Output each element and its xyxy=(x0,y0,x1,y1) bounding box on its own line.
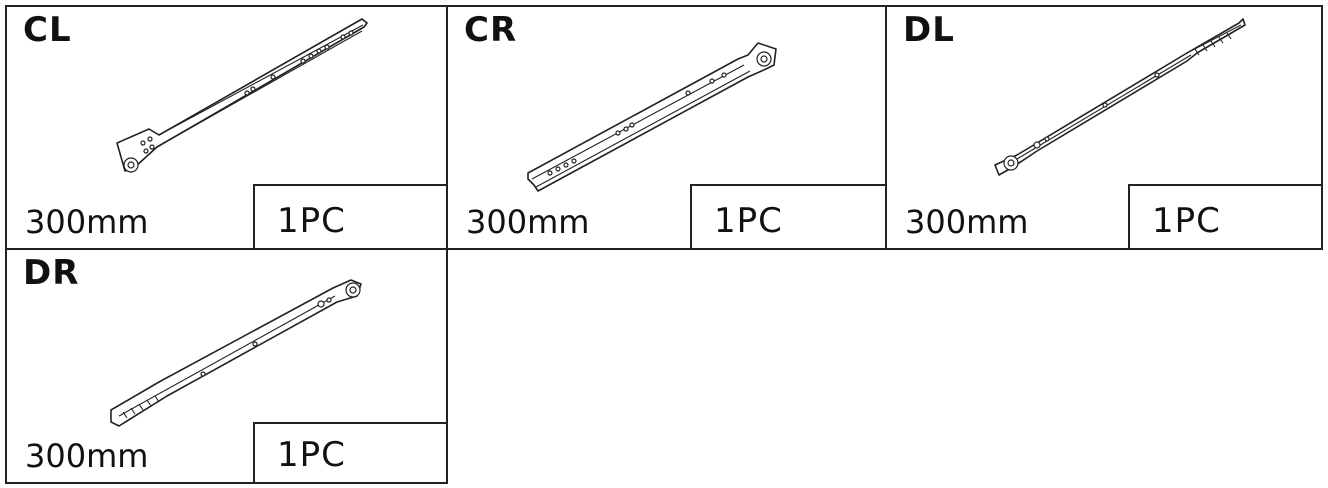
drawer-slide-dr-illustration xyxy=(110,279,362,427)
part-code: DR xyxy=(23,253,80,293)
qty-box: 1PC xyxy=(690,184,887,250)
drawer-slide-cr-illustration xyxy=(527,42,777,192)
part-length: 300mm xyxy=(905,203,1029,241)
part-code: CL xyxy=(23,10,72,50)
part-cell-cr: CR 300mm 1PC xyxy=(446,5,887,250)
part-length: 300mm xyxy=(466,203,590,241)
qty-box: 1PC xyxy=(253,422,448,484)
part-quantity: 1PC xyxy=(1152,201,1221,241)
drawer-slide-dl-illustration xyxy=(994,18,1246,176)
part-quantity: 1PC xyxy=(714,201,783,241)
part-cell-dl: DL 300mm 1PC xyxy=(885,5,1323,250)
part-code: DL xyxy=(903,10,955,50)
part-code: CR xyxy=(464,10,518,50)
part-quantity: 1PC xyxy=(277,201,346,241)
part-cell-cl: CL 300mm 1PC xyxy=(5,5,448,250)
qty-box: 1PC xyxy=(1128,184,1323,250)
drawer-slide-cl-illustration xyxy=(116,18,368,173)
part-quantity: 1PC xyxy=(277,435,346,475)
part-length: 300mm xyxy=(25,203,149,241)
part-cell-dr: DR 300mm 1PC xyxy=(5,248,448,484)
part-length: 300mm xyxy=(25,437,149,475)
qty-box: 1PC xyxy=(253,184,448,250)
